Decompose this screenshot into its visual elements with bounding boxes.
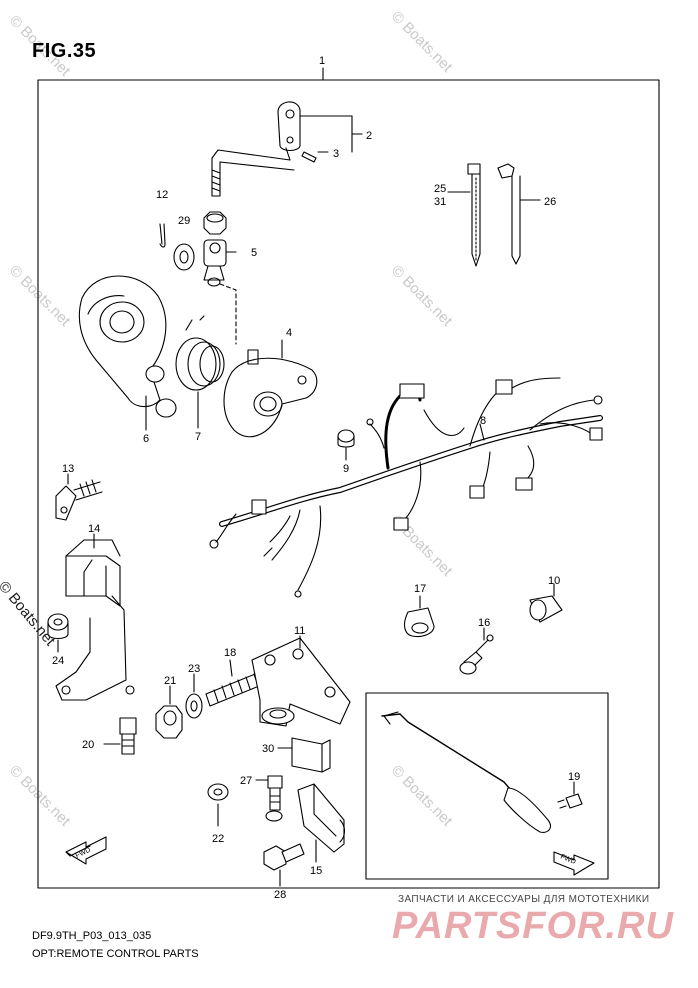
callout-18: 18 (224, 647, 236, 659)
callout-10: 10 (548, 575, 560, 587)
fwd-arrow-icon (65, 836, 107, 865)
callout-5: 5 (251, 247, 257, 259)
callout-24: 24 (52, 655, 64, 667)
spring-7 (175, 315, 225, 391)
fwd-arrow-icon (553, 851, 595, 876)
callout-23: 23 (188, 663, 200, 675)
callout-31: 31 (434, 196, 446, 208)
wiring-harness-8 (209, 377, 603, 598)
callout-1: 1 (319, 55, 325, 67)
callout-12: 12 (156, 189, 168, 201)
shift-link-rod (211, 101, 317, 197)
washer-22 (207, 783, 229, 801)
callout-17: 17 (414, 583, 426, 595)
callout-2: 2 (366, 130, 372, 142)
plug-10 (529, 595, 563, 623)
callout-9: 9 (343, 463, 349, 475)
link-joint-5 (203, 239, 227, 287)
bracket-14 (55, 539, 135, 701)
terminal-16 (459, 634, 494, 675)
washer-23 (185, 693, 203, 719)
clip-30 (291, 737, 331, 773)
callout-11: 11 (294, 625, 305, 637)
callout-26: 26 (544, 196, 556, 208)
mounting-bracket-11 (251, 637, 351, 727)
callout-14: 14 (88, 523, 100, 535)
callout-25: 25 (434, 183, 446, 195)
figure-title: FIG.35 (32, 40, 97, 62)
callout-4: 4 (286, 327, 292, 339)
grommet-9 (337, 429, 355, 448)
drawing-code: DF9.9TH_P03_013_035 (32, 930, 152, 942)
grommet-17 (403, 607, 435, 638)
nut-21 (155, 705, 183, 739)
ground-wire-19-inset (381, 711, 583, 833)
callout-27: 27 (240, 775, 252, 787)
cable-tie-25 (467, 163, 481, 267)
bolt-20 (119, 717, 137, 755)
leader-line (479, 423, 485, 441)
callout-7: 7 (195, 431, 201, 443)
callout-22: 22 (212, 833, 224, 845)
callout-8: 8 (480, 415, 486, 427)
assembly-frame (37, 79, 660, 889)
nut-29 (203, 211, 227, 235)
brand-logo: PARTSFOR.RU (392, 905, 674, 947)
callout-28: 28 (274, 889, 286, 901)
spacer-24 (47, 613, 69, 640)
callout-13: 13 (62, 463, 74, 475)
callout-29: 29 (178, 215, 190, 227)
remote-housing-4 (223, 349, 318, 438)
inset-frame (365, 692, 609, 880)
bolt-27 (265, 775, 283, 822)
callout-6: 6 (143, 433, 149, 445)
callout-20: 20 (82, 739, 94, 751)
brand-subtitle: ЗАПЧАСТИ И АКСЕССУАРЫ ДЛЯ МОТОТЕХНИКИ (398, 894, 650, 905)
callout-16: 16 (478, 617, 490, 629)
cam-plate-6 (78, 275, 177, 418)
washer-29 (173, 243, 195, 271)
callout-30: 30 (262, 743, 274, 755)
cotter-pin-12 (159, 223, 166, 248)
bracket-15 (297, 783, 346, 853)
drawing-title: OPT:REMOTE CONTROL PARTS (32, 948, 199, 960)
callout-3: 3 (333, 148, 339, 160)
callout-21: 21 (164, 675, 176, 687)
callout-19: 19 (568, 771, 580, 783)
screw-13 (55, 479, 103, 521)
bolt-28 (263, 843, 305, 871)
cable-tie-26 (497, 163, 521, 265)
leader-line (229, 659, 233, 677)
callout-15: 15 (310, 865, 322, 877)
assembly-guide-line (219, 283, 237, 345)
